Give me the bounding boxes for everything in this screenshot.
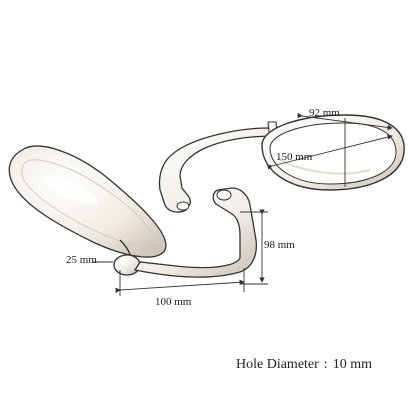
dimension-mirror-width: 150 mm bbox=[276, 151, 313, 163]
hole-diameter-caption: Hole Diameter:10 mm bbox=[0, 357, 416, 373]
hole-diameter-value: 10 mm bbox=[332, 357, 372, 372]
dimension-mount-height: 98 mm bbox=[264, 239, 295, 251]
dimension-arm-reach: 100 mm bbox=[155, 296, 192, 308]
left-mount-stem bbox=[113, 239, 141, 276]
dimension-lines bbox=[92, 112, 393, 296]
dimension-stem-offset: 25 mm bbox=[66, 254, 97, 266]
left-mirror-back bbox=[8, 145, 167, 258]
hole-diameter-separator: : bbox=[323, 357, 328, 372]
hole-diameter-label: Hole Diameter bbox=[236, 357, 319, 372]
dimension-mirror-height: 92 mm bbox=[309, 107, 340, 119]
